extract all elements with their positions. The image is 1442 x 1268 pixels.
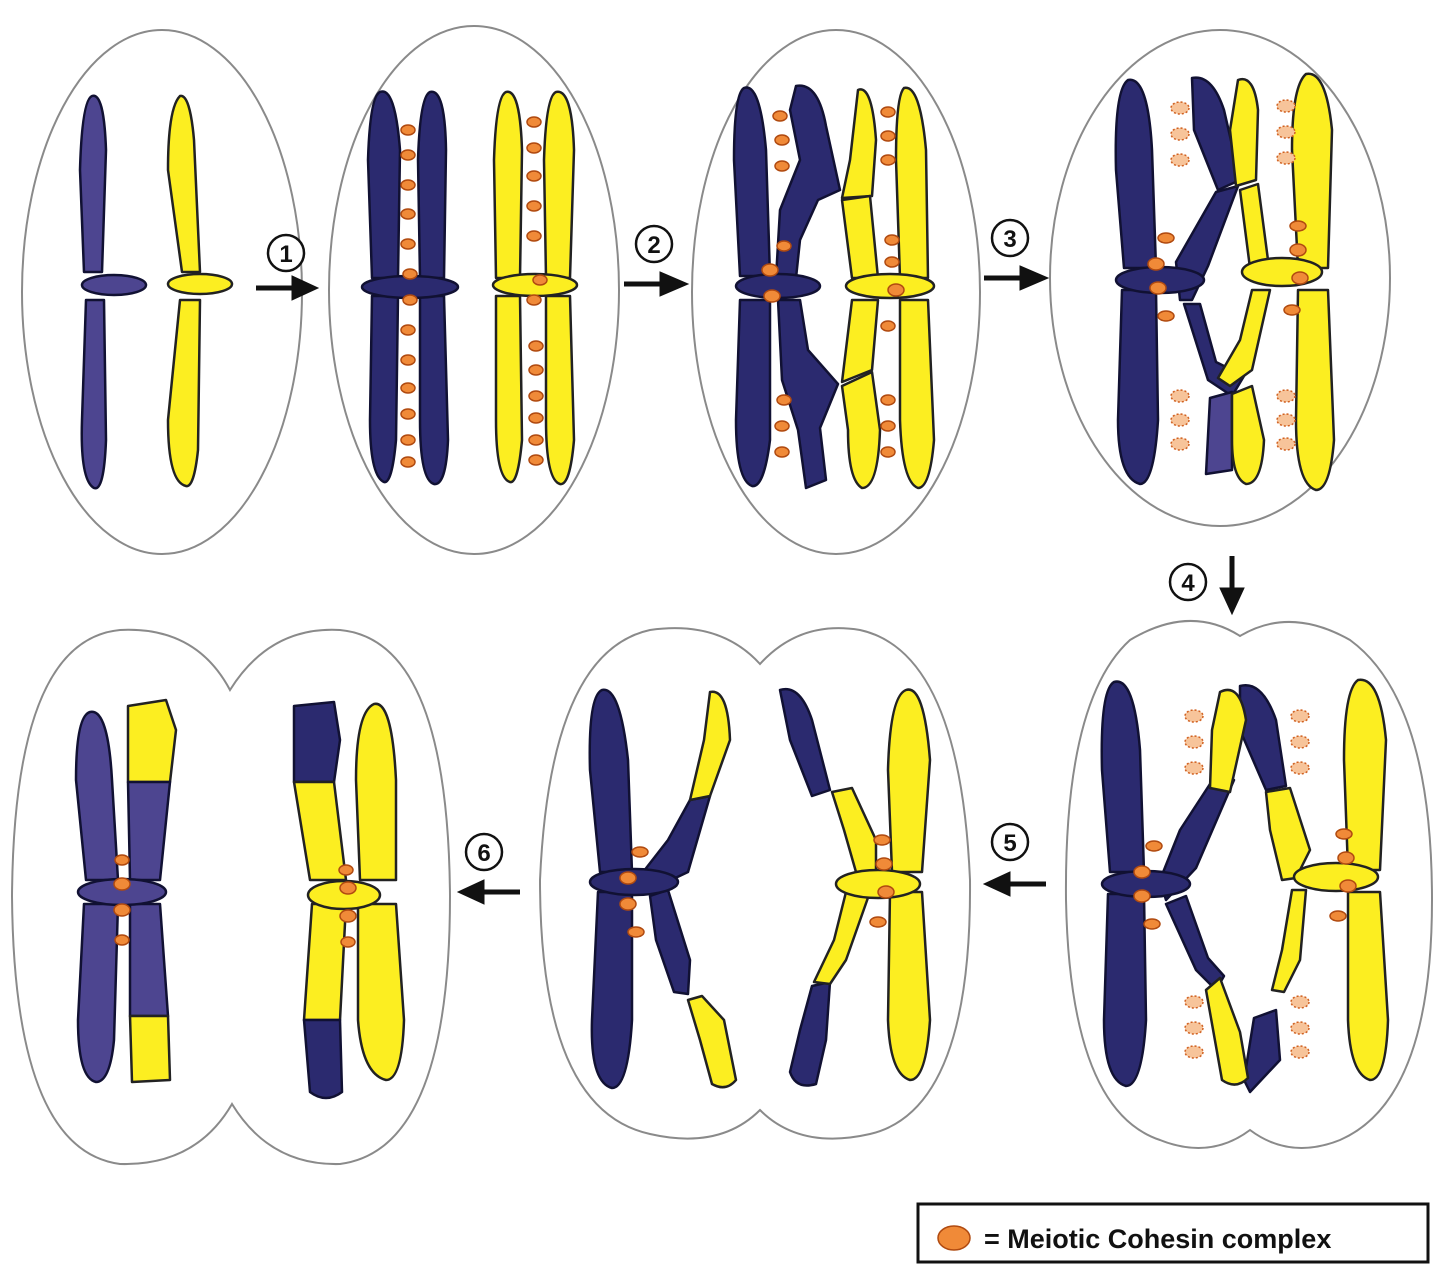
down-arrow-icon	[1220, 556, 1244, 614]
left-arrow-icon	[458, 880, 520, 904]
step-3-marker: 3	[984, 220, 1048, 290]
cohesin-symbol-icon	[938, 1226, 970, 1250]
step-6-marker: 6	[458, 834, 520, 904]
step-3-label: 3	[1003, 226, 1016, 253]
right-arrow-icon	[624, 272, 688, 296]
legend: = Meiotic Cohesin complex	[918, 1204, 1428, 1262]
legend-text: = Meiotic Cohesin complex	[984, 1224, 1331, 1254]
left-arrow-icon	[984, 872, 1046, 896]
cell-stage-4	[1066, 621, 1432, 1148]
cell-stage-3	[1050, 30, 1390, 526]
cell-stage-5	[540, 628, 970, 1138]
cell-stage-2	[692, 30, 980, 554]
step-2-marker: 2	[624, 226, 688, 296]
cell-stage-1	[329, 26, 619, 554]
step-5-label: 5	[1003, 830, 1016, 857]
step-5-marker: 5	[984, 824, 1046, 896]
step-2-label: 2	[647, 232, 660, 259]
step-4-label: 4	[1181, 570, 1195, 597]
step-6-label: 6	[477, 840, 490, 867]
cell-stage-0	[22, 30, 302, 554]
step-4-marker: 4	[1170, 556, 1244, 614]
step-1-label: 1	[279, 241, 292, 268]
right-arrow-icon	[984, 266, 1048, 290]
cell-stage-6	[12, 630, 450, 1164]
